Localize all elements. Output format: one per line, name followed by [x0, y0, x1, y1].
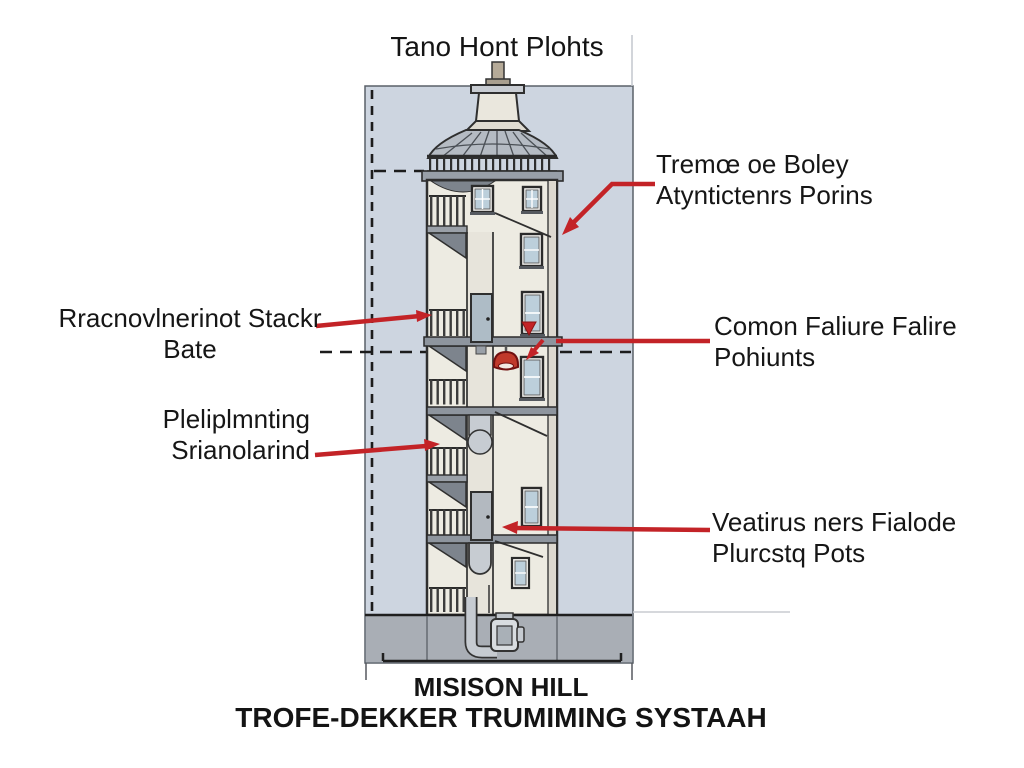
stair-stringer	[426, 481, 467, 509]
window	[520, 290, 545, 337]
window	[470, 184, 495, 215]
window	[521, 185, 543, 214]
chimney-flare	[463, 120, 532, 132]
stack-pipe-bulge	[468, 542, 492, 575]
finial-post	[491, 61, 505, 81]
footer-title-line2: TROFE-DEKKER TRUMIMING SYSTAAH	[235, 702, 767, 733]
tower	[421, 61, 564, 617]
windows	[470, 184, 545, 590]
arrow-right-top	[562, 181, 655, 235]
red-annotations	[314, 181, 711, 534]
deck-railing	[421, 154, 564, 182]
chimney-body	[474, 92, 521, 122]
footer-title-line1: MISISON HILL	[413, 672, 589, 702]
lamp-bracket	[475, 345, 487, 355]
arrow-right-bottom	[502, 521, 711, 534]
window-flag-marker	[521, 321, 537, 337]
label-right-bottom-line1: Veatirus ners Fialode	[712, 507, 957, 537]
trap-handle	[516, 626, 525, 643]
top-title: Tano Hont Plohts	[390, 31, 604, 62]
balcony-bay	[426, 195, 468, 612]
label-left-top-line2: Bate	[163, 334, 217, 364]
trap-window	[496, 625, 513, 646]
arrow-left-top	[315, 310, 432, 329]
cupola	[463, 61, 532, 132]
bell-roof	[426, 129, 559, 159]
arrow-failure-point	[526, 338, 545, 360]
window	[519, 232, 544, 269]
arrow-left-middle	[314, 439, 440, 458]
label-right-bottom: Veatirus ners Fialode Plurcstq Pots	[712, 507, 956, 569]
label-right-middle-line2: Pohiunts	[714, 342, 816, 372]
reference-lines	[320, 90, 631, 655]
window	[520, 486, 543, 529]
stair-stringer	[426, 232, 467, 260]
footer-title: MISISON HILL TROFE-DEKKER TRUMIMING SYST…	[0, 672, 1002, 734]
label-right-top-line2: Atyntictenrs Porins	[656, 180, 873, 210]
red-lamp-fixture	[475, 345, 519, 371]
duct-elbow	[467, 429, 493, 455]
label-left-top-line1: Rracnovlnerinot Stackr	[58, 303, 322, 333]
label-right-middle-line1: Comon Faliure Falire	[714, 311, 957, 341]
buried-pipe-and-trap	[464, 585, 525, 659]
chimney-cap	[470, 84, 525, 94]
shaft-door-lower	[470, 491, 493, 541]
window	[510, 556, 531, 590]
label-right-top-line1: Tremœ oe Boley	[656, 149, 849, 179]
label-left-middle: Pleliplmnting Srianolarind	[100, 404, 310, 466]
label-right-top: Tremœ oe Boley Atyntictenrs Porins	[656, 149, 873, 211]
right-wall-shade	[548, 181, 556, 614]
base-datum-line	[381, 653, 623, 663]
lamp-bulb	[498, 362, 514, 370]
label-left-middle-line2: Srianolarind	[171, 435, 310, 465]
plumbing-stack	[467, 293, 493, 575]
window	[519, 355, 545, 401]
balcony-slab	[426, 474, 468, 483]
label-left-top: Rracnovlnerinot Stackr Bate	[58, 303, 322, 365]
interior-stair-lines	[494, 212, 552, 558]
ground	[365, 585, 790, 663]
shaft-door-upper	[470, 293, 493, 343]
label-left-middle-line1: Pleliplmnting	[162, 404, 310, 434]
balcony-slab	[426, 225, 468, 234]
label-right-middle: Comon Faliure Falire Pohiunts	[714, 311, 957, 373]
label-right-bottom-line2: Plurcstq Pots	[712, 538, 866, 568]
